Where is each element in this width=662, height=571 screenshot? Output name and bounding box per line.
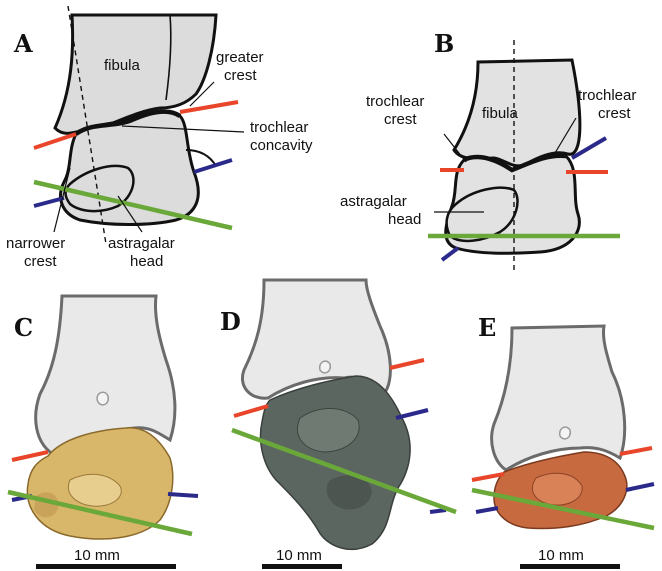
panel-a-blue-line-left <box>34 198 64 206</box>
panel-a-fibula-label: fibula <box>104 57 141 74</box>
panel-a-narrower-crest-label-2: crest <box>24 253 57 270</box>
panel-d-label: D <box>220 307 241 336</box>
panel-b-blue-line-left <box>442 248 458 260</box>
panel-d: D 10 mm <box>220 280 456 569</box>
panel-a-trochlear-concavity-label-2: concavity <box>250 137 313 154</box>
panel-d-specimen <box>261 376 411 549</box>
panel-e-label: E <box>478 313 496 342</box>
panel-a-astragalar-head-label-2: head <box>130 253 163 270</box>
panel-b-fibula-label: fibula <box>482 105 519 122</box>
panel-e-fibula-mark <box>560 427 571 439</box>
panel-b-astragalar-head-label-1: astragalar <box>340 193 407 210</box>
panel-c-fibula-mark <box>97 392 108 405</box>
panel-d-blue-line-lower <box>430 510 446 512</box>
panel-e-blue-line-right <box>626 484 654 490</box>
panel-c-scale-label: 10 mm <box>74 547 120 564</box>
panel-c: C 10 mm <box>8 296 198 569</box>
panel-a-greater-crest-label-1: greater <box>216 49 264 66</box>
panel-d-red-line-right <box>390 360 424 368</box>
panel-d-scale-label: 10 mm <box>276 547 322 564</box>
panel-e-scale-label: 10 mm <box>538 547 584 564</box>
panel-a: A fibula greater crest trochlear concavi… <box>6 6 313 270</box>
panel-a-narrower-crest-label-1: narrower <box>6 235 65 252</box>
panel-b-trochlear-crest-left-label-2: crest <box>384 111 417 128</box>
panel-c-scale-bar <box>36 564 176 569</box>
panel-a-astragalar-head-label-1: astragalar <box>108 235 175 252</box>
panel-c-blue-line-right <box>168 494 198 496</box>
panel-a-greater-crest-label-2: crest <box>224 67 257 84</box>
panel-e-scale-bar <box>520 564 620 569</box>
panel-c-label: C <box>14 313 33 342</box>
panel-a-red-line-right <box>180 102 238 112</box>
panel-d-scale-bar <box>262 564 342 569</box>
panel-a-label: A <box>13 29 33 58</box>
panel-b: B fibula trochlear crest trochlear crest… <box>340 29 636 270</box>
panel-b-label: B <box>434 29 454 58</box>
panel-b-trochlear-crest-right-label-2: crest <box>598 105 631 122</box>
panel-e: E 10 mm <box>472 313 654 569</box>
panel-d-fibula-mark <box>320 361 331 373</box>
panel-e-fibula <box>492 326 625 470</box>
panel-b-trochlear-crest-left-label-1: trochlear <box>366 93 424 110</box>
panel-b-trochlear-crest-right-label-1: trochlear <box>578 87 636 104</box>
panel-b-astragalar-head-label-2: head <box>388 211 421 228</box>
panel-e-red-line-right <box>620 448 652 454</box>
panel-e-specimen-detail <box>532 473 582 505</box>
panel-a-red-line-left <box>34 134 76 148</box>
panel-e-blue-line-left <box>476 508 498 512</box>
panel-a-trochlear-concavity-label-1: trochlear <box>250 119 308 136</box>
